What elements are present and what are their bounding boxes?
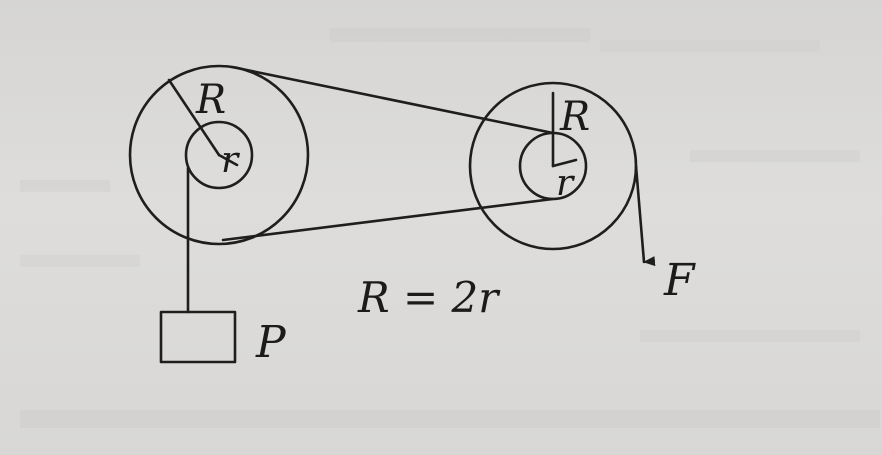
right-pulley: R r <box>468 81 638 251</box>
right-small-radius-label: r <box>556 163 575 204</box>
left-big-radius-label: R <box>195 77 226 123</box>
left-inner-wheel <box>184 120 254 190</box>
left-radius-line <box>167 78 221 157</box>
belt-top-segment <box>230 65 555 135</box>
left-small-radius-line <box>217 153 239 167</box>
belt-bottom-segment <box>221 197 555 242</box>
force-arrow <box>634 164 656 267</box>
right-small-radius-line <box>551 158 578 168</box>
left-outer-wheel <box>128 64 310 246</box>
left-pulley: R r <box>128 64 310 246</box>
force-label: F <box>663 255 696 306</box>
belt <box>221 65 555 242</box>
weight-block <box>159 310 237 364</box>
background-bleed-text <box>20 28 880 428</box>
right-big-radius-label: R <box>559 94 590 140</box>
left-small-radius-label: r <box>221 140 240 181</box>
weight-label: P <box>255 317 287 368</box>
weight-assembly: P <box>159 166 287 368</box>
relation-label: R = 2r <box>357 273 501 322</box>
force-assembly: F <box>634 164 696 306</box>
